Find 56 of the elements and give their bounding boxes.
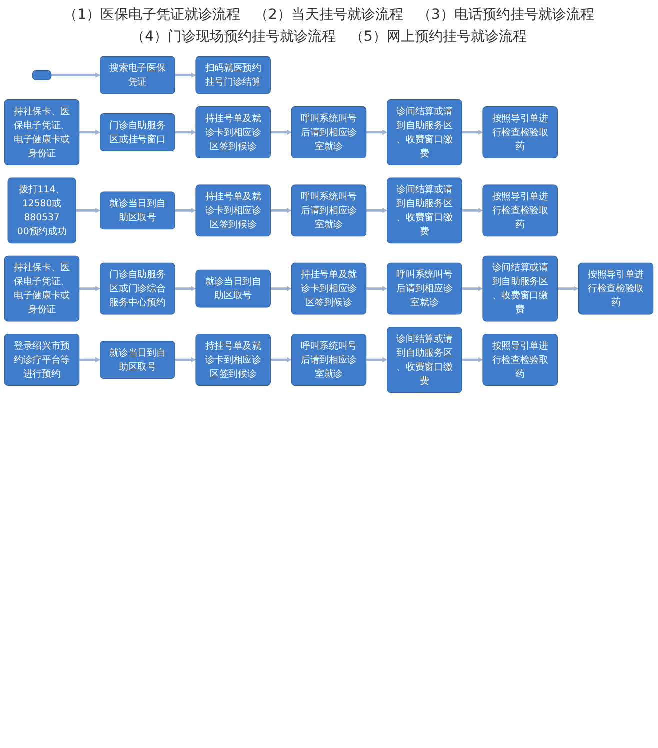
arrow xyxy=(175,357,196,363)
node-box: 持挂号单及就诊卡到相应诊区签到候诊 xyxy=(291,262,367,315)
node-box: 呼叫系统叫号后请到相应诊室就诊 xyxy=(291,334,367,386)
node-box: 按照导引单进行检查检验取药 xyxy=(482,184,558,237)
node-box: 诊间结算或请到自助服务区、收费窗口缴费 xyxy=(387,100,462,166)
node-box: 按照导引单进行检查检验取药 xyxy=(482,106,558,158)
node-box: 呼叫系统叫号后请到相应诊室就诊 xyxy=(291,184,367,237)
section-heading: （2）当天挂号就诊流程 xyxy=(254,6,404,24)
arrow xyxy=(462,357,484,363)
section-heading: （3）电话预约挂号就诊流程 xyxy=(417,6,594,24)
node-box: 呼叫系统叫号后请到相应诊室就诊 xyxy=(291,106,367,158)
node-box: 扫码就医预约挂号门诊结算 xyxy=(196,56,271,94)
arrow xyxy=(366,286,388,292)
arrow xyxy=(175,130,196,136)
arrow xyxy=(175,286,196,292)
arrow xyxy=(270,208,292,214)
arrow xyxy=(462,286,484,292)
node-box: 就诊当日到自助区取号 xyxy=(196,270,271,308)
node-box: 门诊自助服务区或挂号窗口 xyxy=(100,114,176,152)
node-box: 登录绍兴市预约诊疗平台等进行预约 xyxy=(4,334,80,386)
node-box: 持社保卡、医保电子凭证、电子健康卡或身份证 xyxy=(4,100,80,166)
node-box: 就诊当日到自助区取号 xyxy=(100,341,176,379)
node-box: 搜索电子医保凭证 xyxy=(100,56,176,94)
node-box: 持挂号单及就诊卡到相应诊区签到候诊 xyxy=(196,184,271,237)
arrow xyxy=(79,357,101,363)
node-box: 就诊当日到自助区取号 xyxy=(100,192,176,230)
arrow xyxy=(51,72,101,78)
node-box: 呼叫系统叫号后请到相应诊室就诊 xyxy=(387,262,462,315)
node-box xyxy=(32,70,52,80)
node-box: 拨打114、12580或88053700预约成功 xyxy=(8,178,76,244)
arrow xyxy=(270,357,292,363)
node-box: 门诊自助服务区或门诊综合服务中心预约 xyxy=(100,262,176,315)
arrow xyxy=(462,208,484,214)
arrow xyxy=(79,130,101,136)
node-box: 按照导引单进行检查检验取药 xyxy=(578,262,654,315)
node-box: 持挂号单及就诊卡到相应诊区签到候诊 xyxy=(196,334,271,386)
node-box: 诊间结算或请到自助服务区、收费窗口缴费 xyxy=(482,256,558,322)
node-box: 诊间结算或请到自助服务区、收费窗口缴费 xyxy=(387,178,462,244)
arrow xyxy=(366,208,388,214)
arrow xyxy=(175,72,196,78)
arrow xyxy=(462,130,484,136)
node-box: 持社保卡、医保电子凭证、电子健康卡或身份证 xyxy=(4,256,80,322)
section-heading: （4）门诊现场预约挂号就诊流程 xyxy=(131,28,336,46)
arrow xyxy=(76,208,101,214)
arrow xyxy=(79,286,101,292)
arrow xyxy=(366,357,388,363)
arrow xyxy=(558,286,579,292)
section-heading: （1）医保电子凭证就诊流程 xyxy=(64,6,241,24)
node-box: 持挂号单及就诊卡到相应诊区签到候诊 xyxy=(196,106,271,158)
arrow xyxy=(270,130,292,136)
node-box: 按照导引单进行检查检验取药 xyxy=(482,334,558,386)
arrow xyxy=(366,130,388,136)
arrow xyxy=(270,286,292,292)
section-heading: （5）网上预约挂号就诊流程 xyxy=(350,28,527,46)
arrow xyxy=(175,208,196,214)
node-box: 诊间结算或请到自助服务区、收费窗口缴费 xyxy=(387,327,462,393)
